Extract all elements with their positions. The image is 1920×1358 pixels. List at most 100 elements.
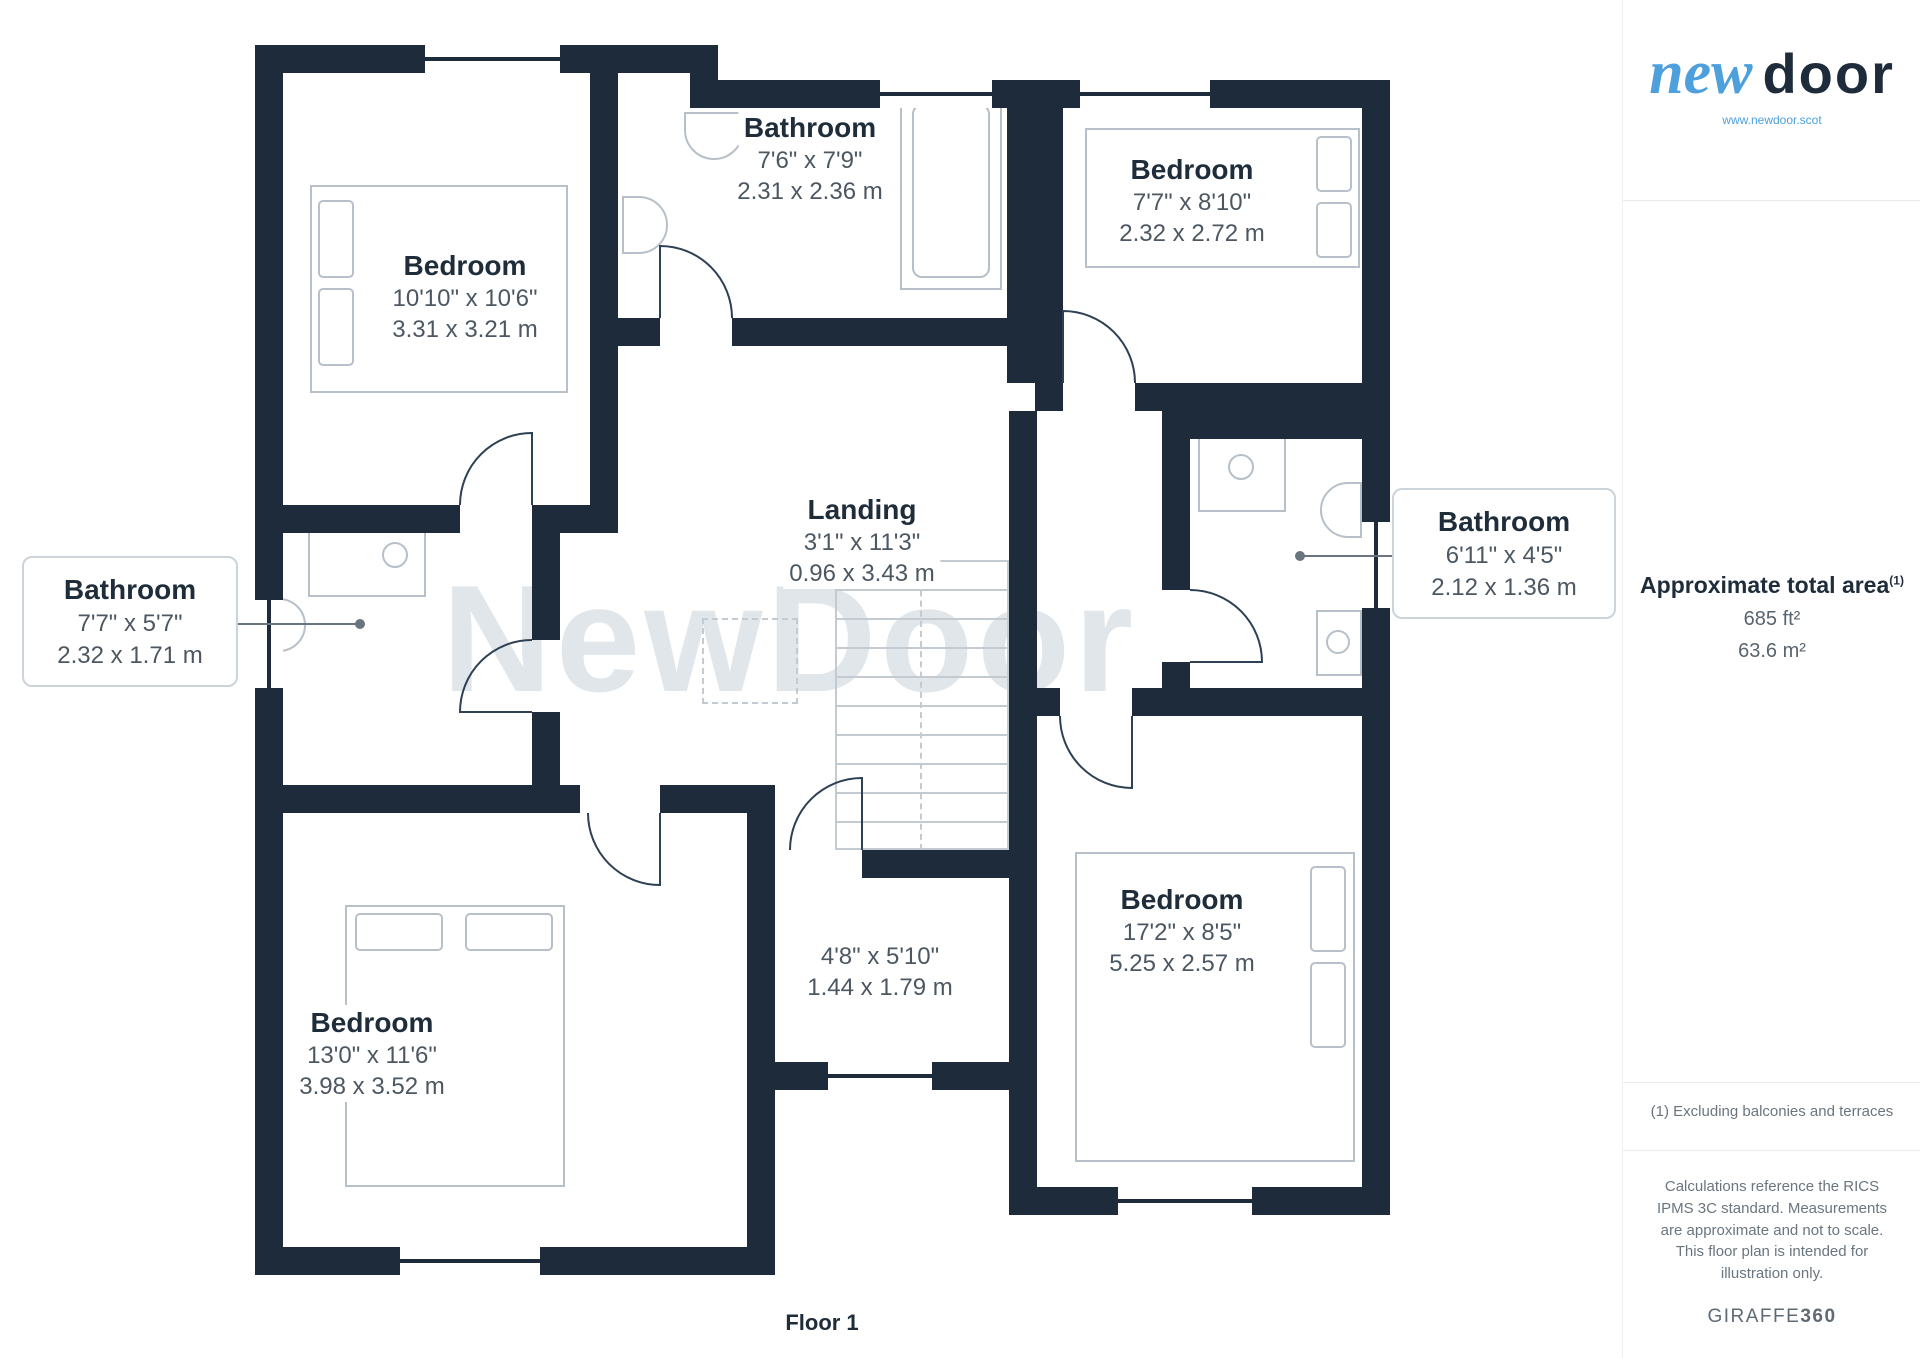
wall-segment bbox=[255, 785, 580, 813]
giraffe360-logo: GIRAFFE360 bbox=[1707, 1306, 1837, 1327]
room-dim-imperial: 13'0" x 11'6" bbox=[301, 1040, 443, 1072]
total-area-ft: 685 ft² bbox=[1743, 608, 1801, 630]
window bbox=[1362, 522, 1390, 608]
callout-bathroom-left: Bathroom 7'7" x 5'7" 2.32 x 1.71 m bbox=[22, 556, 238, 687]
sink-basin bbox=[1326, 630, 1350, 654]
room-name: Bedroom bbox=[397, 248, 533, 284]
door-arc bbox=[459, 431, 533, 506]
door-arc bbox=[587, 812, 661, 887]
window bbox=[880, 80, 992, 108]
room-dim-metric: 2.32 x 2.72 m bbox=[1113, 218, 1271, 250]
total-area-block: Approximate total area(1) 685 ft² 63.6 m… bbox=[1623, 572, 1920, 663]
window bbox=[255, 600, 283, 688]
wall-segment bbox=[1037, 688, 1060, 716]
room-label-landing: Landing 3'1" x 11'3" 0.96 x 3.43 m bbox=[783, 492, 941, 590]
room-name: Bedroom bbox=[1124, 152, 1260, 188]
room-dim-metric: 2.12 x 1.36 m bbox=[1425, 571, 1583, 603]
pillow bbox=[1310, 866, 1346, 952]
wall-segment bbox=[1035, 383, 1063, 411]
room-label-store: 4'8" x 5'10" 1.44 x 1.79 m bbox=[801, 942, 959, 1004]
room-label-bedroom-top-left: Bedroom 10'10" x 10'6" 3.31 x 3.21 m bbox=[386, 248, 544, 346]
room-dim-metric: 1.44 x 1.79 m bbox=[801, 972, 959, 1004]
divider bbox=[1623, 200, 1920, 201]
wall-segment bbox=[1135, 383, 1390, 411]
bathtub-inner bbox=[912, 104, 990, 278]
pillow bbox=[1316, 202, 1352, 258]
floor-plan: NewDoor bbox=[22, 45, 1616, 1335]
wall-segment bbox=[590, 45, 618, 533]
total-area-title: Approximate total area(1) bbox=[1640, 572, 1904, 598]
room-dim-metric: 0.96 x 3.43 m bbox=[783, 558, 941, 590]
room-label-bedroom-top-right: Bedroom 7'7" x 8'10" 2.32 x 2.72 m bbox=[1113, 152, 1271, 250]
wall-segment bbox=[862, 850, 1009, 878]
room-name: Bedroom bbox=[1114, 882, 1250, 918]
shower-drain bbox=[1228, 454, 1254, 480]
total-area-m: 63.6 m² bbox=[1738, 640, 1806, 662]
area-footnote: (1) Excluding balconies and terraces bbox=[1650, 1103, 1894, 1120]
wall-segment bbox=[1132, 688, 1390, 716]
window bbox=[400, 1247, 540, 1275]
void-outline bbox=[702, 618, 798, 704]
pillow bbox=[355, 913, 443, 951]
room-dim-imperial: 7'6" x 7'9" bbox=[751, 145, 869, 177]
window bbox=[425, 45, 560, 73]
logo-door-text: door bbox=[1762, 42, 1895, 105]
wall-segment bbox=[747, 785, 775, 1275]
door-arc bbox=[1062, 309, 1136, 384]
disclaimer-text: Calculations reference the RICS IPMS 3C … bbox=[1656, 1178, 1888, 1282]
window bbox=[828, 1062, 932, 1090]
wall-segment bbox=[1162, 411, 1190, 590]
room-name: Bathroom bbox=[737, 110, 883, 146]
room-dim-metric: 2.32 x 1.71 m bbox=[51, 639, 209, 671]
pillow bbox=[1310, 962, 1346, 1048]
door-arc bbox=[1189, 589, 1264, 663]
shower-drain bbox=[382, 542, 408, 568]
floor-label: Floor 1 bbox=[785, 1310, 859, 1335]
wall-segment bbox=[255, 505, 460, 533]
room-name: Bathroom bbox=[57, 572, 203, 609]
pillow bbox=[1316, 136, 1352, 192]
room-name: Landing bbox=[801, 492, 923, 528]
room-dim-imperial: 10'10" x 10'6" bbox=[386, 283, 544, 315]
wall-segment bbox=[690, 45, 718, 108]
brand-website: www.newdoor.scot bbox=[1722, 113, 1822, 127]
window bbox=[1080, 80, 1210, 108]
callout-leader-dot bbox=[355, 619, 365, 629]
toilet bbox=[1320, 482, 1362, 538]
staircase bbox=[835, 560, 1009, 850]
wall-segment bbox=[1007, 80, 1063, 383]
room-name: Bathroom bbox=[1431, 504, 1577, 541]
wall-segment bbox=[1162, 411, 1390, 439]
wall-segment bbox=[532, 505, 618, 533]
pillow bbox=[465, 913, 553, 951]
stairs-divider bbox=[920, 560, 922, 850]
logo-new-text: new bbox=[1649, 39, 1753, 107]
door-arc bbox=[659, 244, 733, 319]
pillow bbox=[318, 200, 354, 278]
wall-segment bbox=[660, 785, 775, 813]
callout-leader-dot bbox=[1295, 551, 1305, 561]
wall-segment bbox=[1009, 411, 1037, 712]
wall-segment bbox=[1362, 80, 1390, 1215]
room-dim-imperial: 3'1" x 11'3" bbox=[797, 527, 927, 559]
room-name: Bedroom bbox=[304, 1005, 440, 1041]
room-dim-metric: 3.31 x 3.21 m bbox=[386, 314, 544, 346]
wall-segment bbox=[532, 533, 560, 640]
room-dim-metric: 2.31 x 2.36 m bbox=[731, 176, 889, 208]
toilet bbox=[622, 196, 668, 254]
window bbox=[1118, 1187, 1252, 1215]
room-label-bathroom-top: Bathroom 7'6" x 7'9" 2.31 x 2.36 m bbox=[731, 110, 889, 208]
room-dim-imperial: 7'7" x 8'10" bbox=[1126, 187, 1258, 219]
room-dim-imperial: 7'7" x 5'7" bbox=[71, 608, 189, 640]
room-label-bedroom-bottom-right: Bedroom 17'2" x 8'5" 5.25 x 2.57 m bbox=[1103, 882, 1261, 980]
wall-segment bbox=[618, 318, 660, 346]
room-dim-imperial: 6'11" x 4'5" bbox=[1439, 540, 1569, 572]
wall-segment bbox=[732, 318, 1007, 346]
room-dim-metric: 5.25 x 2.57 m bbox=[1103, 948, 1261, 980]
wall-segment bbox=[1009, 712, 1037, 1215]
footnote-ref: (1) bbox=[1889, 573, 1904, 588]
room-label-bedroom-bottom-left: Bedroom 13'0" x 11'6" 3.98 x 3.52 m bbox=[293, 1005, 451, 1103]
room-dim-imperial: 4'8" x 5'10" bbox=[814, 942, 946, 973]
